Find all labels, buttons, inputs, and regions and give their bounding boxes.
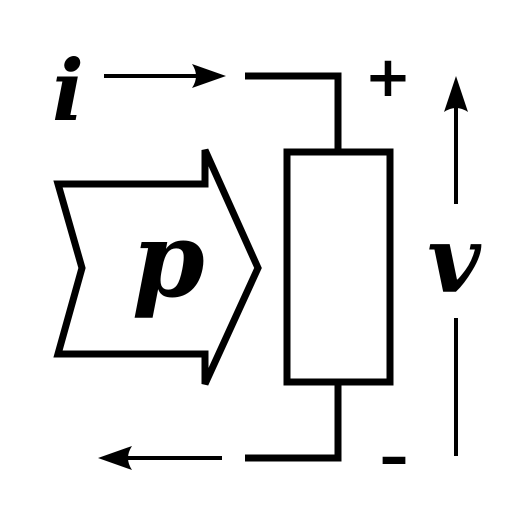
resistor-box (283, 148, 394, 386)
power-flow-arrow (53, 148, 262, 386)
return-current-arrow (98, 446, 222, 470)
current-arrow (104, 64, 226, 88)
bottom-wire (245, 382, 342, 462)
voltage-label: v (427, 206, 482, 314)
power-label: p (132, 198, 205, 321)
minus-sign: – (380, 422, 409, 490)
current-label: i (52, 41, 84, 140)
voltage-arrow (444, 76, 468, 456)
top-wire (245, 72, 342, 152)
plus-sign: + (365, 45, 412, 110)
